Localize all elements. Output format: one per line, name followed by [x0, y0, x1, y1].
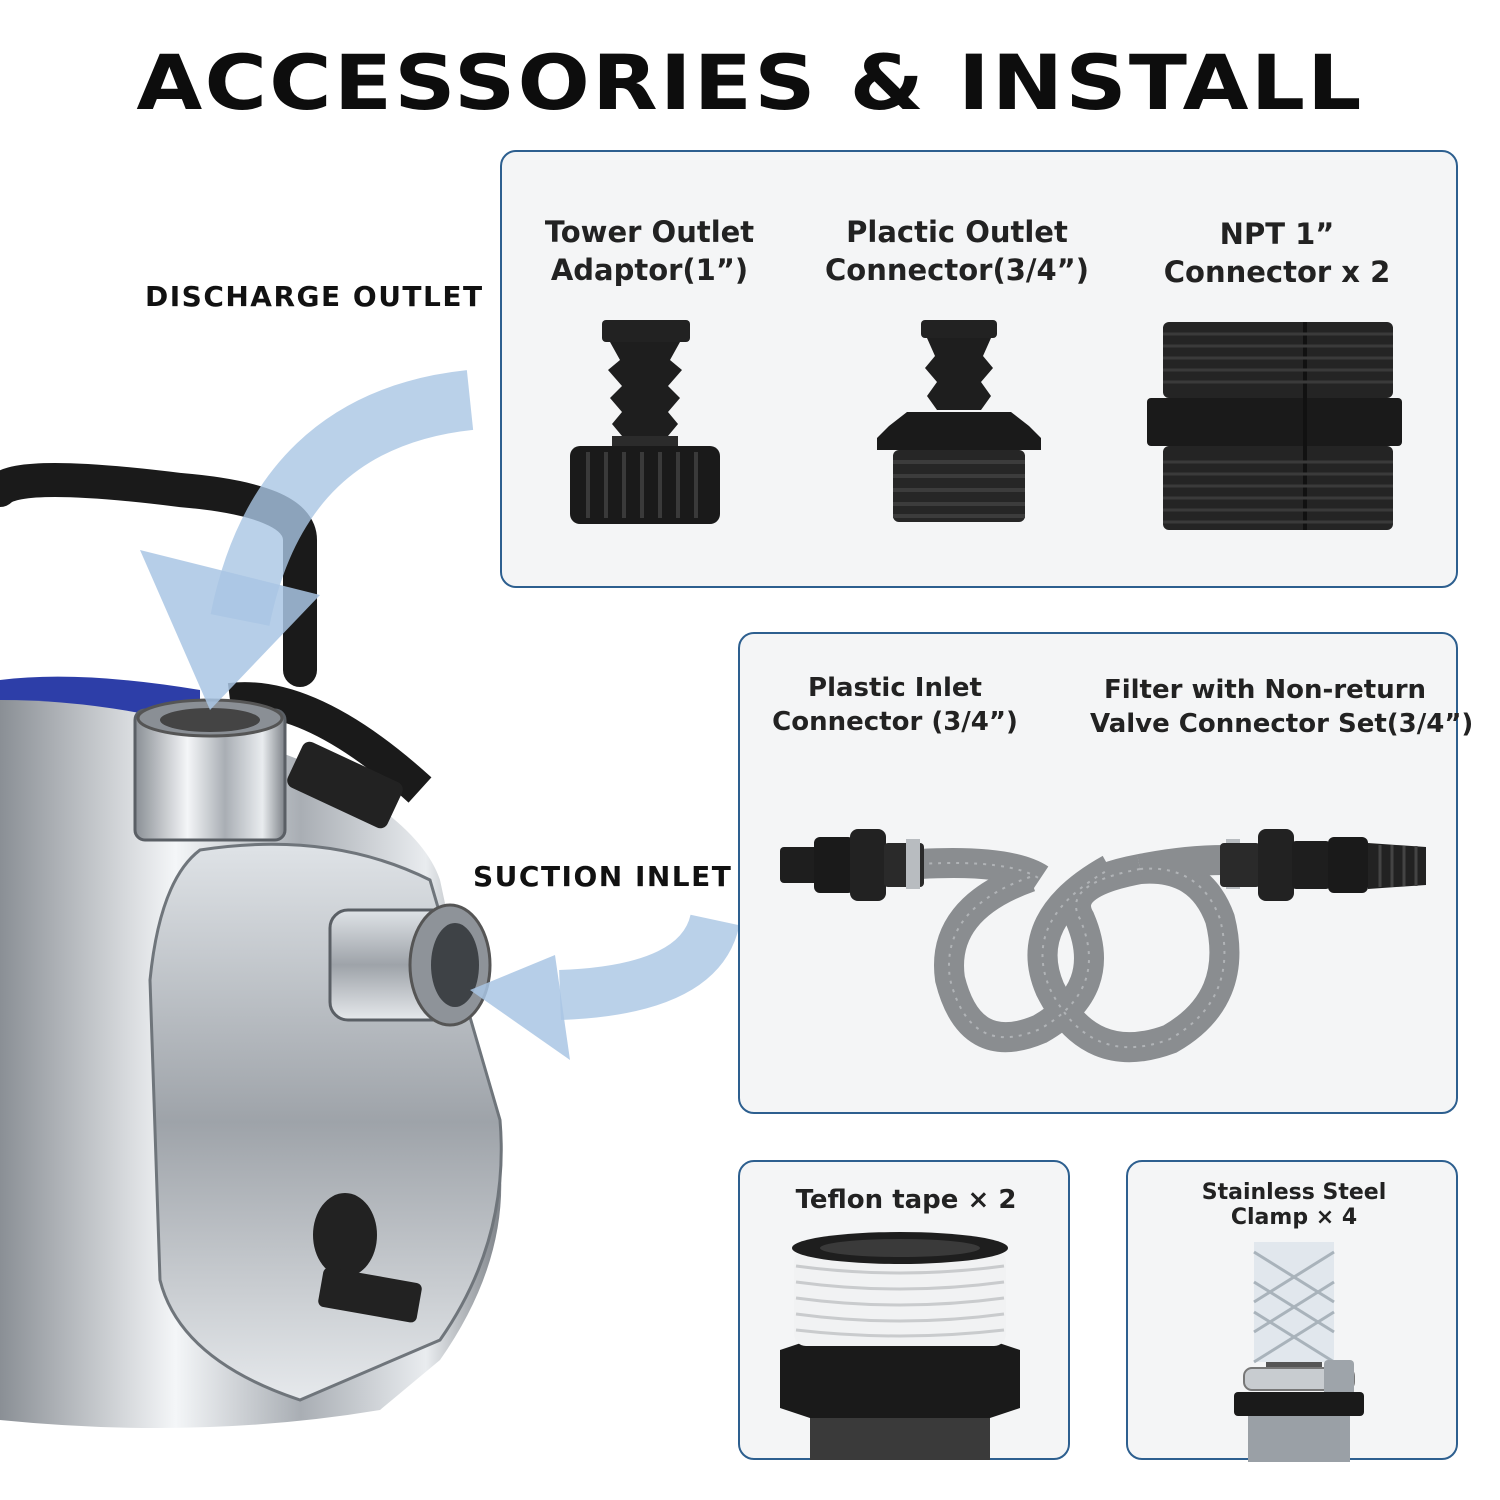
- page-title: ACCESSORIES & INSTALL: [136, 38, 1364, 127]
- suction-hose-assembly-icon: [780, 829, 1426, 1063]
- npt-connector-label: NPT 1”Connector x 2: [1163, 217, 1391, 289]
- hose-clamp-icon: [1234, 1242, 1364, 1462]
- barbed-adaptor-icon: [570, 320, 720, 524]
- discharge-arrow: [140, 370, 474, 710]
- suction-inlet-label: SUCTION INLET: [473, 860, 733, 893]
- water-pump-icon: [0, 463, 503, 1428]
- teflon-tape-label: Teflon tape × 2: [795, 1185, 1017, 1215]
- discharge-outlet-label: DISCHARGE OUTLET: [145, 280, 484, 313]
- teflon-tape-icon: [780, 1232, 1020, 1460]
- npt-connector-icon: [1147, 322, 1402, 530]
- hex-connector-icon: [877, 320, 1041, 522]
- teflon-tape-panel: Teflon tape × 2: [738, 1160, 1070, 1460]
- suction-arrow: [470, 913, 740, 1060]
